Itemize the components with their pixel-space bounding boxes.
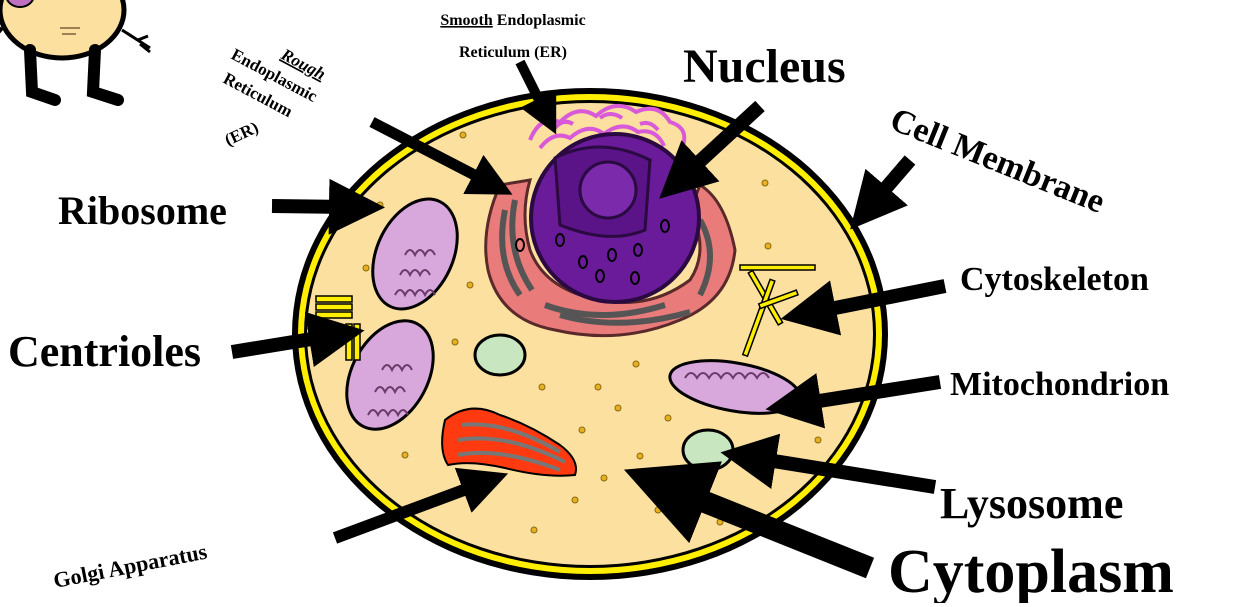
label-mitochondrion: Mitochondrion xyxy=(950,366,1169,403)
label-smooth-er-line1: Smooth Endoplasmic xyxy=(440,12,585,29)
label-golgi-apparatus: Golgi Apparatus xyxy=(51,539,209,593)
lysosome xyxy=(683,430,733,470)
arrow-ribosome xyxy=(272,206,350,207)
label-ribosome: Ribosome xyxy=(58,188,227,233)
label-nucleus: Nucleus xyxy=(683,40,846,93)
label-cytoplasm: Cytoplasm xyxy=(888,538,1174,603)
label-cytoskeleton: Cytoskeleton xyxy=(960,261,1149,298)
vesicle xyxy=(475,335,525,375)
label-smooth-er-line2: Reticulum (ER) xyxy=(459,44,567,61)
label-rough-er: Rough Endoplasmic Reticulum (ER) xyxy=(220,44,329,149)
label-cell-membrane: Cell Membrane xyxy=(885,101,1110,221)
label-centrioles: Centrioles xyxy=(8,327,201,376)
label-lysosome: Lysosome xyxy=(940,479,1123,528)
arrow-cell-membrane xyxy=(873,160,910,203)
cell-mascot-image xyxy=(0,0,150,100)
label-rough-er-line4: (ER) xyxy=(222,118,262,150)
label-smooth-er-rest: Endoplasmic xyxy=(493,12,586,29)
label-smooth-er-underlined: Smooth xyxy=(440,12,493,29)
